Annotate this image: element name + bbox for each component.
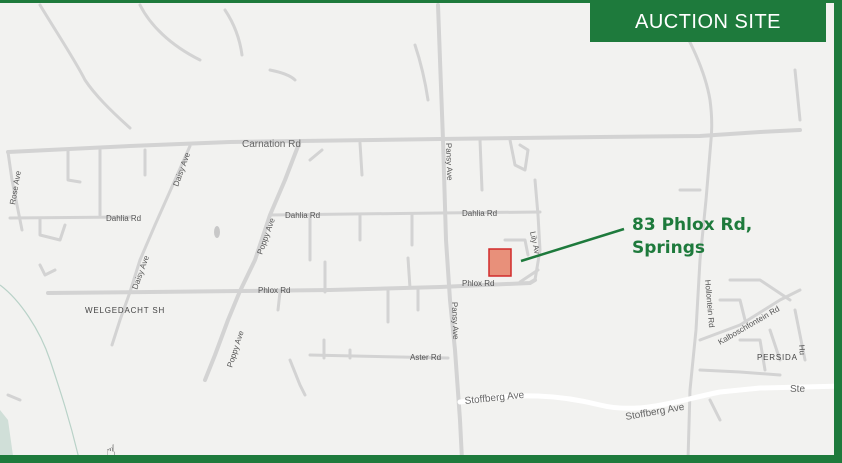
side-street: [708, 398, 722, 422]
daisy-avenue-north: [128, 144, 192, 294]
side-street: [38, 216, 67, 242]
daisy-avenue-north-label: Daisy Ave: [171, 151, 192, 188]
pansy-avenue-north-label: Pansy Ave: [444, 143, 454, 181]
address-line-2: Springs: [632, 238, 706, 258]
poppy-avenue: [203, 139, 302, 382]
dahlia-road-mid-label: Dahlia Rd: [285, 211, 320, 220]
side-street: [66, 148, 82, 184]
side-street: [718, 298, 747, 322]
side-street: [478, 138, 484, 192]
dahlia-road-west: [8, 215, 132, 220]
callout-leader-line: [520, 227, 625, 263]
river-line: [0, 284, 79, 455]
side-street: [503, 238, 530, 257]
side-street: [6, 393, 22, 402]
pond: [214, 226, 220, 238]
stoffberg-avenue-west-label: Stoffberg Ave: [464, 390, 525, 407]
poppy-avenue-south-label: Poppy Ave: [225, 329, 246, 369]
daisy-avenue-south-label: Daisy Ave: [130, 254, 151, 291]
top-rule: [0, 0, 834, 3]
auction-parcel[interactable]: [488, 248, 512, 277]
dahlia-road-east-label: Dahlia Rd: [462, 209, 497, 218]
auction-site-label: AUCTION SITE: [634, 10, 781, 33]
address-callout: 83 Phlox Rd, Springs: [632, 214, 752, 260]
dahlia-road-east: [268, 210, 542, 217]
daisy-avenue-south: [110, 290, 132, 347]
address-line-1: 83 Phlox Rd,: [632, 215, 753, 235]
side-street: [518, 268, 540, 284]
road-north-west: [38, 3, 132, 130]
side-street: [768, 328, 782, 362]
poppy-avenue-north-label: Poppy Ave: [255, 216, 277, 255]
carnation-road-label: Carnation Rd: [242, 139, 301, 150]
hollontein-road: [686, 138, 713, 455]
hollontein-road-label: Hollontein Rd: [703, 279, 716, 328]
lily-avenue: [533, 178, 542, 282]
pansy-avenue: [436, 3, 464, 455]
welgedacht-area-label: WELGEDACHT SH: [85, 306, 165, 315]
stoffberg-avenue-far-label: Ste: [790, 384, 805, 395]
side-street: [508, 138, 530, 172]
side-street: [793, 308, 807, 362]
road-east-stub: [793, 68, 802, 122]
phlox-road-mid-label: Phlox Rd: [258, 286, 290, 295]
road-north-short: [223, 8, 244, 57]
phlox-road-east-label: Phlox Rd: [462, 279, 494, 288]
side-street: [728, 278, 792, 302]
carnation-road: [6, 128, 802, 154]
side-street: [698, 368, 782, 377]
road-north-mid: [413, 43, 430, 102]
side-street: [358, 141, 364, 177]
side-street: [738, 338, 767, 372]
pansy-avenue-south-label: Pansy Ave: [450, 302, 460, 340]
side-street: [288, 358, 307, 397]
auction-site-banner: AUCTION SITE: [590, 2, 826, 42]
road-north-stub: [268, 68, 297, 82]
aster-road: [308, 353, 450, 360]
phlox-road: [46, 278, 537, 295]
hu-road-label: Hu: [797, 344, 807, 355]
side-street: [38, 263, 57, 277]
side-street: [308, 148, 324, 162]
side-street: [276, 290, 282, 312]
road-north-curve: [138, 3, 202, 62]
aster-road-label: Aster Rd: [410, 353, 441, 362]
kalboschfontein-road: [698, 288, 802, 342]
dahlia-road-west-label: Dahlia Rd: [106, 214, 141, 223]
rose-avenue: [6, 150, 24, 232]
side-street: [406, 256, 412, 290]
hand-pan-icon: ☝: [106, 441, 116, 460]
stoffberg-avenue: [457, 383, 834, 411]
water-body: [0, 410, 13, 455]
persida-area-label: PERSIDA: [757, 353, 798, 362]
